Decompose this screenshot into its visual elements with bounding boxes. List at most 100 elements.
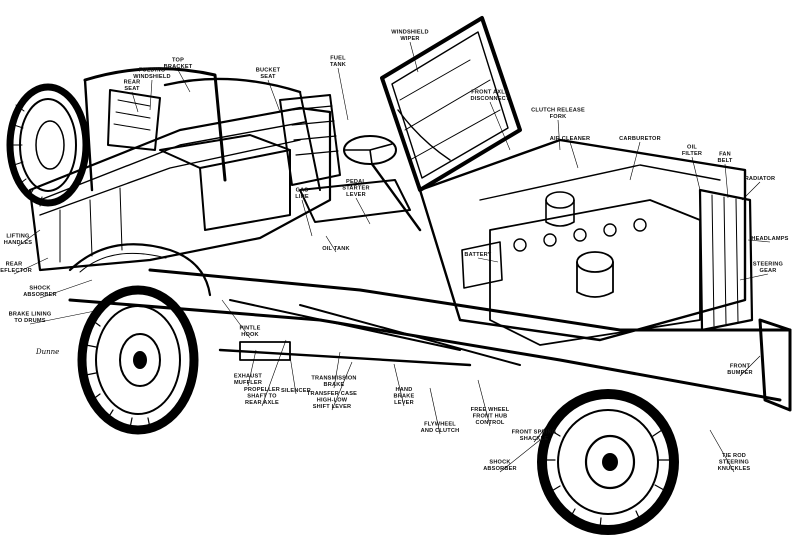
callout-text: BRACKET	[164, 64, 193, 70]
leader-line	[739, 273, 769, 281]
leader-line	[267, 79, 281, 113]
callout-text: TIE ROD	[722, 453, 746, 459]
callout-text: HOOK	[241, 332, 259, 338]
callout-text: CLUTCH RELEASE	[531, 108, 585, 114]
callout-text: CARBURETOR	[619, 136, 661, 142]
leader-line	[429, 387, 441, 435]
callout-text: WINDSHIELD	[391, 30, 428, 36]
callout-text: TOP	[172, 58, 184, 64]
callout-text: EXHAUST	[234, 374, 263, 380]
callout-radiator: RADIATOR	[741, 176, 775, 201]
callout-text: REAR AXLE	[245, 400, 279, 406]
callout-air-cleaner: AIR CLEANER	[550, 136, 590, 169]
artist-signature: Dunne	[35, 348, 59, 356]
callout-text: KNUCKLES	[718, 466, 751, 472]
frame-chassis	[68, 268, 792, 412]
leader-line	[131, 91, 139, 113]
callout-text: LEVER	[394, 400, 414, 406]
callout-text: WINDSHIELD	[133, 74, 170, 80]
callout-text: FOLDING	[139, 68, 166, 74]
leader-line	[533, 409, 561, 443]
leader-line	[499, 439, 541, 473]
callout-text: LINE	[295, 194, 309, 200]
callout-text: HAND	[396, 387, 413, 393]
seats	[159, 94, 411, 231]
callout-text: STEERING	[753, 262, 783, 268]
callout-text: TANK	[330, 62, 346, 68]
callout-text: STARTER	[342, 186, 369, 192]
callout-text: FRONT	[730, 364, 751, 370]
cylinder-head-bolts	[513, 218, 647, 252]
callout-text: FRONT HUB	[473, 414, 508, 420]
leader-line	[337, 67, 349, 121]
callout-text: BATTERY	[464, 252, 491, 258]
callout-text: BRAKE LINING	[9, 312, 52, 318]
callout-text: SEAT	[124, 86, 140, 92]
callout-text: SEAT	[260, 74, 276, 80]
leader-line	[355, 197, 371, 225]
callout-text: LIFTING	[6, 234, 29, 240]
callout-text: GEAR	[760, 268, 777, 274]
leader-line	[39, 279, 93, 299]
leader-line	[477, 257, 499, 263]
callout-text: HEADLAMPS	[751, 236, 788, 242]
leader-line	[709, 429, 735, 473]
callout-text: ABSORBER	[23, 292, 57, 298]
callout-text: FLYWHEEL	[424, 422, 456, 428]
callout-text: SHACKLE	[520, 436, 549, 442]
callout-text: PINTLE	[239, 326, 260, 332]
callout-text: HIGH-LOW	[317, 398, 348, 404]
callout-text: BRAKE	[394, 394, 415, 400]
callout-text: STEERING	[719, 460, 749, 466]
callout-text: FAN	[719, 152, 731, 158]
front-wheel	[537, 389, 679, 535]
callout-carburetor: CARBURETOR	[619, 136, 661, 181]
callout-text: FRONT SPRING	[512, 430, 557, 436]
callout-text: LEVER	[346, 192, 366, 198]
callout-text: AIR CLEANER	[550, 136, 590, 142]
callout-text: BUMPER	[727, 370, 752, 376]
leader-line	[629, 141, 641, 181]
steering-wheel	[343, 135, 422, 232]
callout-text: SHAFT TO	[247, 394, 277, 400]
callout-text: FRONT AXLE	[471, 90, 509, 96]
leader-line	[739, 355, 761, 377]
callout-text: FORK	[550, 114, 567, 120]
callout-text: BRAKE	[324, 382, 345, 388]
callout-text: MUFFLER	[234, 380, 262, 386]
callout-oil-tank: OIL TANK	[322, 235, 350, 253]
leader-line	[747, 239, 771, 243]
leader-line	[331, 361, 353, 411]
leader-line	[569, 141, 579, 169]
callout-text: AND CLUTCH	[421, 428, 460, 434]
callout-text: BELT	[718, 158, 733, 164]
callout-text: ABSORBER	[483, 466, 517, 472]
leader-line	[221, 299, 251, 339]
callout-text: TO DRUMS	[14, 318, 45, 324]
callout-text: SHIFT LEVER	[313, 404, 352, 410]
callout-text: OIL	[687, 145, 697, 151]
callout-labels: WINDSHIELDWIPERFOLDINGWINDSHIELDREARSEAT…	[0, 30, 788, 473]
callout-silencer: SILENCER	[281, 355, 311, 395]
